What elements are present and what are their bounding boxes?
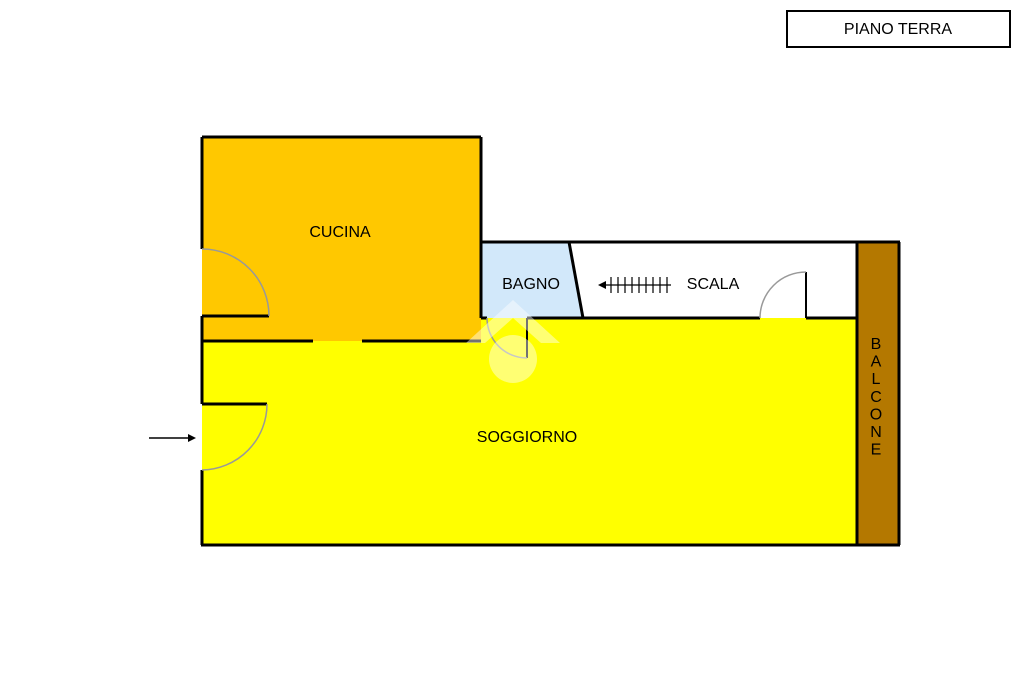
room-balcone [858,242,899,545]
room-label-bagno: BAGNO [502,276,560,293]
door-cucina-arc [201,248,270,317]
room-soggiorno [202,341,858,545]
floor-title-box: PIANO TERRA [786,10,1011,48]
door-entrance-arc [201,403,268,471]
stairs-arrow-icon [598,277,671,293]
room-label-cucina: CUCINA [309,224,371,241]
room-bagno [481,242,583,318]
room-cucina [202,138,481,341]
room-label-scala: SCALA [687,276,740,293]
soggiorno-upper-strip [481,318,858,341]
walls [200,135,901,547]
doors [201,248,807,471]
door-scala-arc [759,271,807,319]
entrance-arrow-icon [149,434,196,442]
room-scala [569,242,858,318]
house-watermark-icon [466,300,560,383]
floor-title: PIANO TERRA [844,21,953,38]
room-label-soggiorno: SOGGIORNO [477,429,577,446]
door-bagno-arc [486,317,528,359]
